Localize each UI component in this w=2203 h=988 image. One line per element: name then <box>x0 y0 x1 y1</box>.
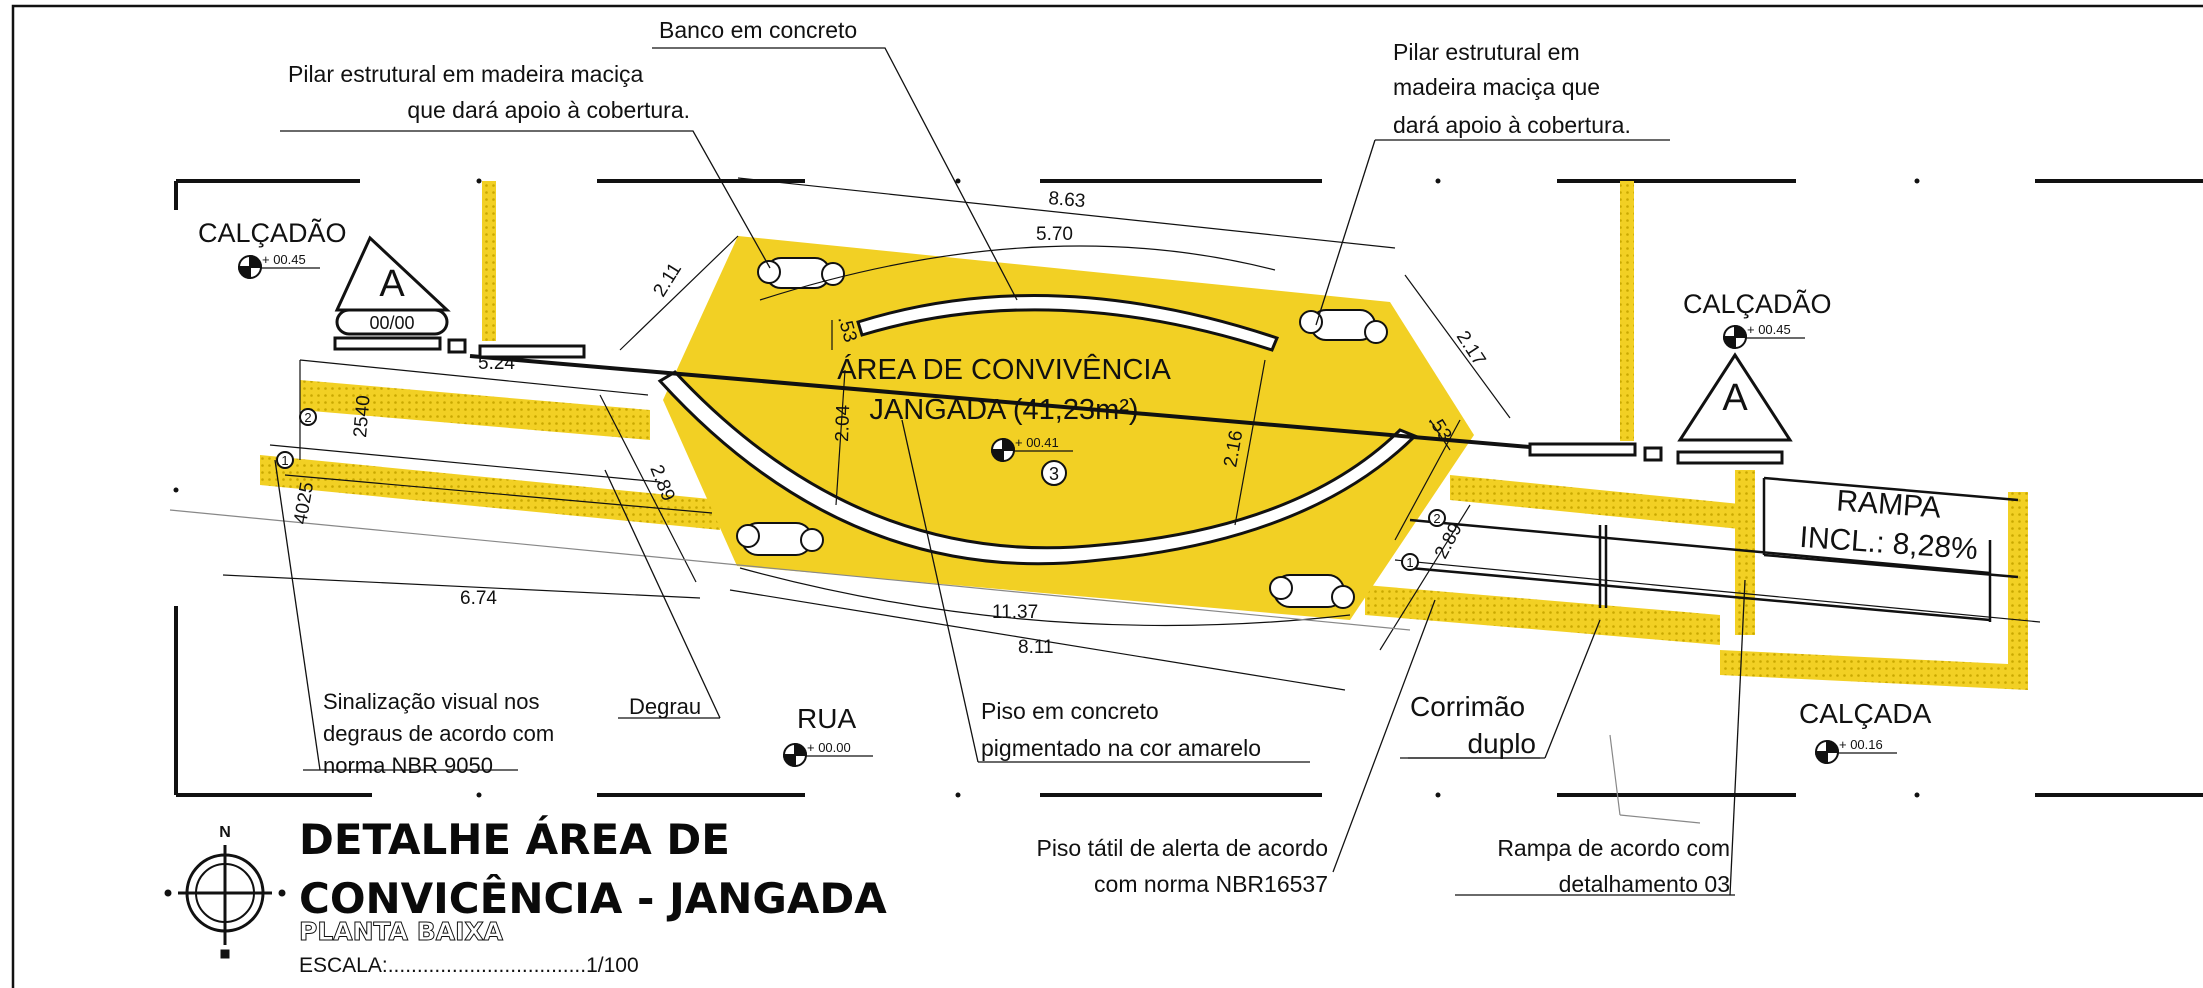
label-pilar-right-3: dará apoio à cobertura. <box>1393 112 1631 138</box>
step-2-left: 2 <box>304 410 311 425</box>
label-sinal-3: norma NBR 9050 <box>323 753 493 778</box>
label-piso-conc-2: pigmentado na cor amarelo <box>981 735 1261 761</box>
label-corrimao-1: Corrimão <box>1410 691 1525 722</box>
detail-circles <box>276 408 1446 571</box>
detail-ref: 3 <box>1049 464 1059 484</box>
dim-863: 8.63 <box>1048 188 1087 212</box>
dim-204: 2.04 <box>832 404 854 442</box>
sheet-border <box>11 4 2203 988</box>
label-corrimao-2: duplo <box>1467 728 1536 759</box>
section-symbol-right <box>1677 352 1793 442</box>
dim-217: 2.17 <box>1452 327 1490 369</box>
scale-line: ESCALA:.................................… <box>299 954 639 977</box>
label-sinal-2: degraus de acordo com <box>323 721 554 746</box>
dim-2540: 2540 <box>350 394 375 438</box>
street-edge-lines <box>174 179 2203 797</box>
label-rampa-det-1: Rampa de acordo com <box>1497 835 1730 861</box>
label-degrau: Degrau <box>629 694 701 719</box>
level-underlines <box>260 267 1897 757</box>
step-2-right: 2 <box>1433 511 1440 526</box>
label-rampa-det-2: detalhamento 03 <box>1559 871 1730 897</box>
dim-524: 5.24 <box>478 353 515 374</box>
north-letter: N <box>219 824 231 841</box>
label-area-2: JANGADA (41,23m²) <box>869 394 1138 426</box>
level-area: + 00.41 <box>1015 435 1059 450</box>
title-block: DETALHE ÁREA DE CONVICÊNCIA - JANGADA PL… <box>299 814 888 977</box>
label-area-1: ÁREA DE CONVIVÊNCIA <box>837 353 1171 386</box>
level-calcadao-left: + 00.45 <box>262 252 306 267</box>
section-ref-left: 00/00 <box>369 313 414 333</box>
section-mark-left: A <box>379 263 405 305</box>
level-marker-calcadao-right <box>1722 324 1748 350</box>
level-calcadao-right: + 00.45 <box>1747 322 1791 337</box>
label-rua: RUA <box>797 703 856 734</box>
label-rampa-1: RAMPA <box>1835 484 1942 524</box>
dim-811: 8.11 <box>1018 637 1054 658</box>
tactile-paving <box>260 181 2028 690</box>
dim-674: 6.74 <box>460 588 497 609</box>
bench-upper <box>856 294 1280 352</box>
title-line-1: DETALHE ÁREA DE <box>299 814 730 864</box>
annotations: Banco em concreto Pilar estrutural em ma… <box>198 17 1979 897</box>
label-calcadao-right: CALÇADÃO <box>1683 288 1832 319</box>
label-piso-conc-1: Piso em concreto <box>981 698 1159 724</box>
street-dots <box>173 178 1920 798</box>
section-mark-right: A <box>1722 377 1748 419</box>
level-marker-rua <box>782 742 808 768</box>
level-marker-calcada <box>1814 739 1840 765</box>
label-pilar-right-1: Pilar estrutural em <box>1393 39 1580 65</box>
dim-211: 2.11 <box>649 259 686 300</box>
section-markers <box>333 336 1784 465</box>
level-calcada: + 00.16 <box>1839 737 1883 752</box>
dimension-lines <box>169 177 2041 824</box>
title-line-2: CONVICÊNCIA - JANGADA <box>299 873 887 923</box>
step-1-left: 1 <box>281 453 288 468</box>
label-sinal-1: Sinalização visual nos <box>323 689 539 714</box>
level-marker-calcadao-left <box>237 254 263 280</box>
section-cut-line <box>469 354 1531 449</box>
section-symbol-left <box>334 235 451 336</box>
step-1-right: 1 <box>1406 555 1413 570</box>
label-calcada: CALÇADA <box>1799 698 1932 729</box>
label-calcadao-left: CALÇADÃO <box>198 217 347 248</box>
north-arrow-icon <box>164 845 286 959</box>
symbol-texts: A 00/00 A 3 1 2 2 1 N <box>219 263 1748 841</box>
leader-lines <box>274 47 1746 896</box>
label-banco: Banco em concreto <box>659 17 857 43</box>
level-markers <box>237 254 1840 768</box>
dim-1137: 11.37 <box>992 602 1038 623</box>
pillars <box>736 257 1388 609</box>
level-rua: + 00.00 <box>807 740 851 755</box>
dim-570: 5.70 <box>1036 224 1073 245</box>
label-pilar-left-2: que dará apoio à cobertura. <box>407 97 690 123</box>
subtitle: PLANTA BAIXA <box>299 917 504 946</box>
level-texts: + 00.45 + 00.45 + 00.41 + 00.00 + 00.16 <box>262 252 1883 755</box>
label-pilar-right-2: madeira maciça que <box>1393 74 1600 100</box>
label-pilar-left-1: Pilar estrutural em madeira maciça <box>288 61 644 87</box>
label-tatil-2: com norma NBR16537 <box>1094 871 1328 897</box>
ramp <box>1409 476 2019 622</box>
bench-lower <box>657 370 1418 566</box>
label-tatil-1: Piso tátil de alerta de acordo <box>1036 835 1328 861</box>
level-marker-area <box>990 437 1016 463</box>
